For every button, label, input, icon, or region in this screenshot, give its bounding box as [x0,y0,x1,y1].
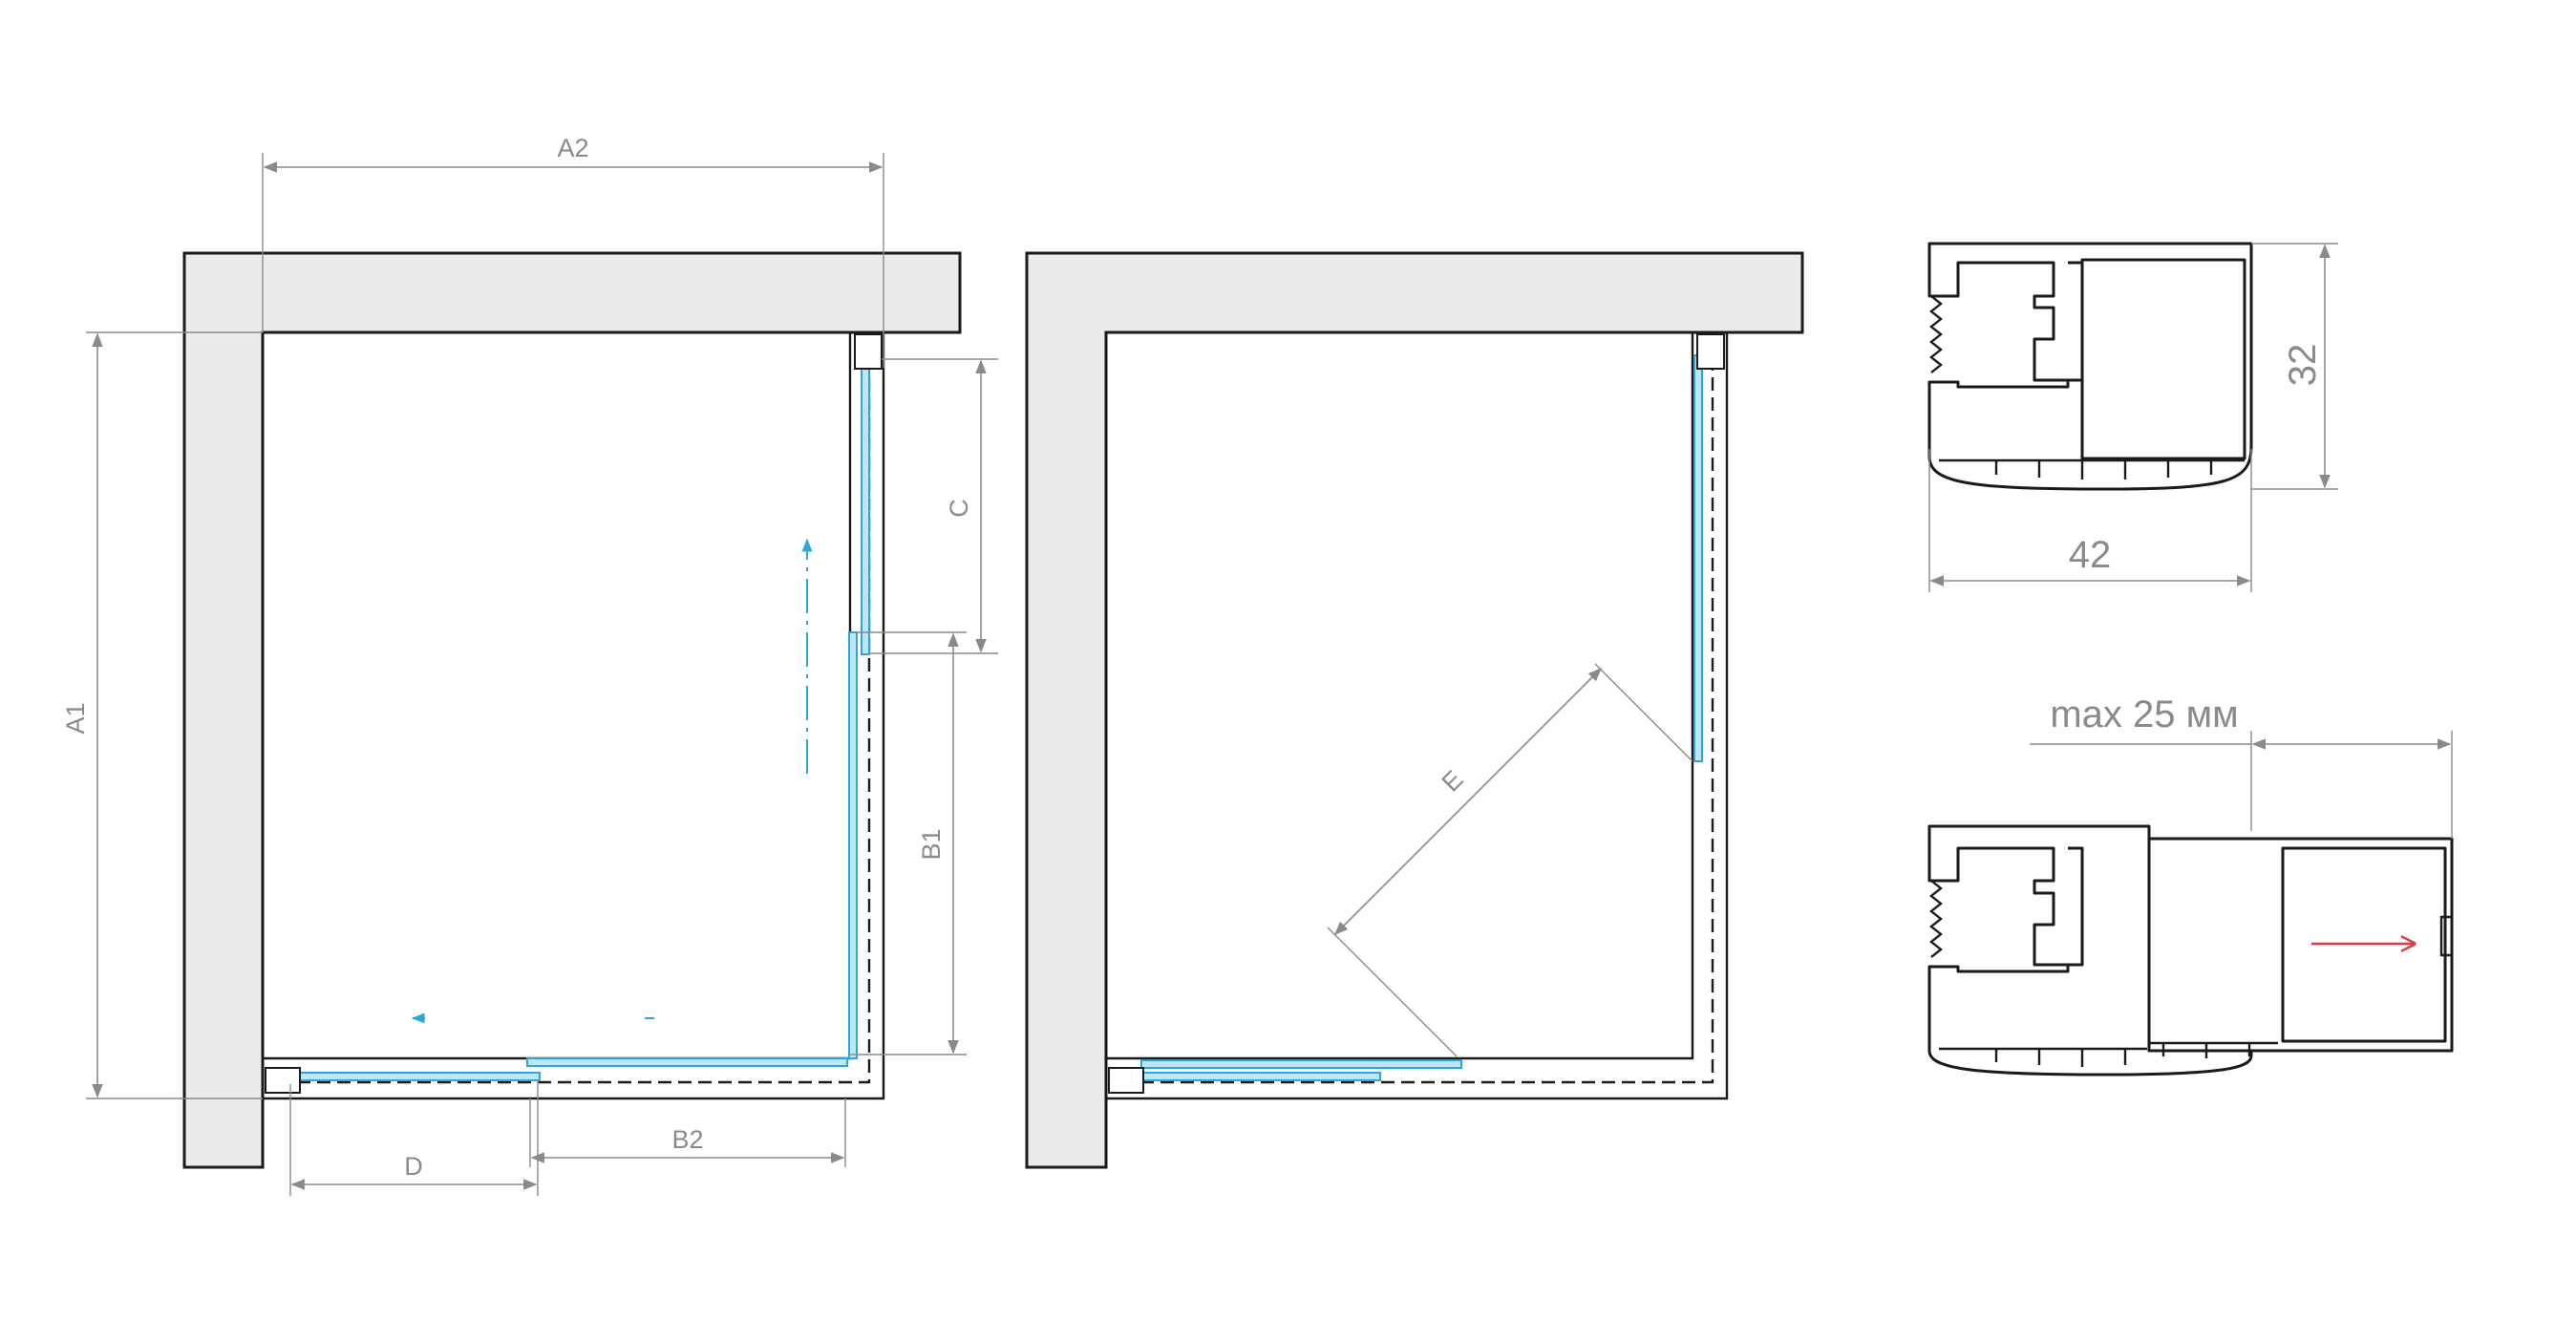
glass-fixed-bottom-middle [1140,1059,1462,1069]
tray-dashed-outline [277,346,871,1084]
tray-inner-edge [263,332,852,1060]
wall-profile-top-right [854,333,883,370]
wall-middle-plan [1025,251,1804,1169]
glass-fixed-bottom [526,1057,848,1067]
label-d: D [404,1152,423,1181]
label-a2: A2 [557,134,588,162]
label-e: E [1437,765,1469,798]
label-max-extension: max 25 мм [2050,693,2238,735]
wall-left-plan [182,251,962,1169]
profile-extended: max 25 мм [1927,693,2454,1077]
glass-door-bottom [295,1072,541,1081]
dimension-e [1333,667,1603,936]
glass-fixed-right [848,631,858,1059]
glass-door-right-middle [1693,354,1703,762]
glass-door-right [861,362,870,655]
label-b1: B1 [917,828,946,860]
label-profile-height: 32 [2282,344,2324,387]
label-b2: B2 [671,1125,703,1154]
wall-profile-bottom-left [265,1067,301,1094]
profile-standard: 32 42 [1927,242,2338,592]
tray-outline [263,332,885,1100]
glass-door-bottom-middle [1140,1072,1381,1081]
label-c: C [945,499,973,518]
label-profile-width: 42 [2069,534,2112,576]
plan-middle: E [1025,251,1804,1169]
plan-left: A2 A1 C B1 D B2 [61,134,998,1196]
label-a1: A1 [61,702,90,734]
